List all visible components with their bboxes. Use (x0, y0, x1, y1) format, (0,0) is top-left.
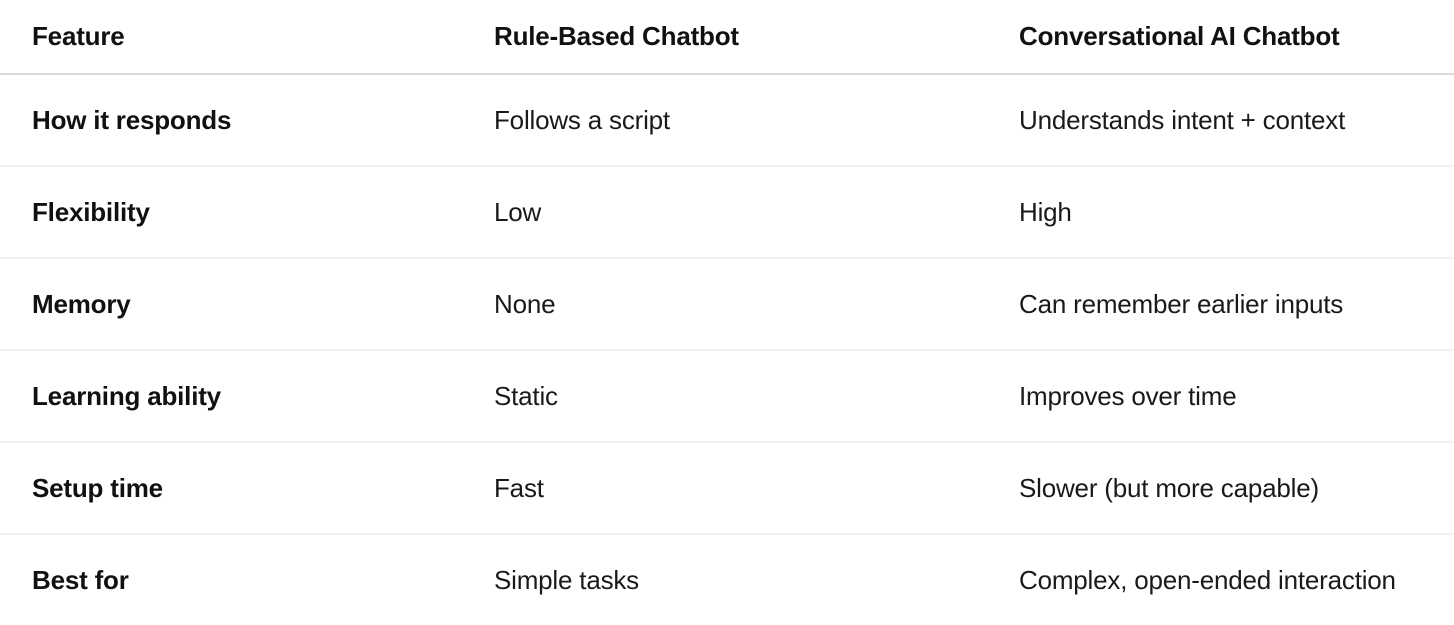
cell-feature: Memory (0, 258, 462, 351)
column-header-feature: Feature (0, 0, 462, 75)
column-header-conversational-ai-label: Conversational AI Chatbot (1019, 21, 1340, 51)
cell-conversational-ai: Can remember earlier inputs (987, 258, 1454, 351)
cell-rule-based-text: Simple tasks (494, 564, 639, 595)
cell-rule-based-text: Static (494, 380, 558, 411)
table-row: Setup time Fast Slower (but more capable… (0, 442, 1454, 535)
cell-rule-based: Static (462, 350, 987, 443)
cell-rule-based-text: None (494, 288, 556, 319)
cell-conversational-ai: Understands intent + context (987, 74, 1454, 167)
cell-rule-based: Fast (462, 442, 987, 535)
table-row: How it responds Follows a script Underst… (0, 74, 1454, 167)
cell-rule-based: None (462, 258, 987, 351)
cell-feature-text: Setup time (32, 472, 163, 503)
cell-feature-text: Memory (32, 288, 131, 319)
table-body: How it responds Follows a script Underst… (0, 74, 1454, 625)
cell-rule-based: Follows a script (462, 74, 987, 167)
cell-feature-text: Learning ability (32, 380, 221, 411)
cell-conversational-ai: Complex, open-ended interaction (987, 534, 1454, 625)
table-header: Feature Rule-Based Chatbot Conversationa… (0, 0, 1454, 75)
cell-feature: Setup time (0, 442, 462, 535)
cell-conversational-ai-text: Complex, open-ended interaction (1019, 564, 1396, 595)
table-row: Flexibility Low High (0, 166, 1454, 259)
column-header-rule-based: Rule-Based Chatbot (462, 0, 987, 75)
cell-feature: Flexibility (0, 166, 462, 259)
cell-feature: Learning ability (0, 350, 462, 443)
cell-feature: Best for (0, 534, 462, 625)
cell-conversational-ai: Slower (but more capable) (987, 442, 1454, 535)
cell-rule-based-text: Follows a script (494, 104, 670, 135)
cell-conversational-ai-text: Can remember earlier inputs (1019, 288, 1344, 319)
cell-conversational-ai: High (987, 166, 1454, 259)
column-header-feature-label: Feature (32, 21, 125, 51)
cell-rule-based: Low (462, 166, 987, 259)
cell-conversational-ai-text: Understands intent + context (1019, 104, 1346, 135)
cell-feature: How it responds (0, 74, 462, 167)
table-row: Learning ability Static Improves over ti… (0, 350, 1454, 443)
cell-rule-based: Simple tasks (462, 534, 987, 625)
cell-conversational-ai-text: High (1019, 196, 1072, 227)
column-header-rule-based-label: Rule-Based Chatbot (494, 21, 739, 51)
cell-conversational-ai-text: Slower (but more capable) (1019, 472, 1319, 503)
table-row: Memory None Can remember earlier inputs (0, 258, 1454, 351)
table-row: Best for Simple tasks Complex, open-ende… (0, 534, 1454, 625)
cell-rule-based-text: Low (494, 196, 542, 227)
cell-conversational-ai: Improves over time (987, 350, 1454, 443)
header-row: Feature Rule-Based Chatbot Conversationa… (0, 0, 1454, 75)
cell-feature-text: Flexibility (32, 196, 150, 227)
column-header-conversational-ai: Conversational AI Chatbot (987, 0, 1454, 75)
cell-feature-text: Best for (32, 564, 129, 595)
cell-rule-based-text: Fast (494, 472, 544, 503)
cell-feature-text: How it responds (32, 104, 232, 135)
cell-conversational-ai-text: Improves over time (1019, 380, 1237, 411)
